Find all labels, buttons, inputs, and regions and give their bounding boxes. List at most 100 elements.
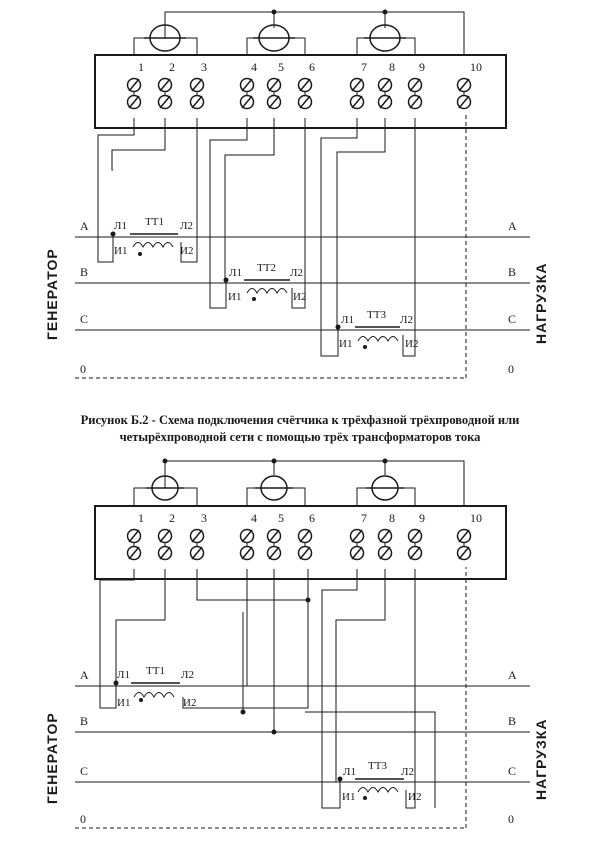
line-label-right-a: A (508, 219, 517, 233)
svg-text:Л2: Л2 (400, 314, 413, 326)
terminal-number: 8 (389, 511, 395, 525)
terminal-2: 2 (157, 60, 175, 110)
diagram-bottom: 1 2 3 4 5 6 7 8 9 10 A B C 0 A B C 0 (44, 458, 549, 829)
terminal-1: 1 (126, 60, 144, 110)
svg-text:TT2: TT2 (257, 262, 276, 274)
fuse-icon (366, 475, 404, 501)
svg-text:Л2: Л2 (290, 267, 303, 279)
terminal-number: 2 (169, 511, 175, 525)
terminal-1: 1 (126, 511, 144, 561)
terminal-10: 10 (456, 60, 482, 110)
line-label-right-c: C (508, 312, 516, 326)
fuse-icon (146, 475, 184, 501)
terminal-number: 9 (419, 511, 425, 525)
line-label-right-0: 0 (508, 362, 514, 376)
line-label-left-c: C (80, 312, 88, 326)
terminal-5: 5 (266, 511, 284, 561)
svg-text:TT1: TT1 (146, 665, 165, 677)
terminal-3: 3 (189, 60, 207, 110)
terminal-number: 6 (309, 511, 315, 525)
svg-text:TT3: TT3 (368, 760, 387, 772)
current-transformer-tt1: TT1 Л1 Л2 И1 И2 (110, 216, 193, 257)
line-label-right-0: 0 (508, 812, 514, 826)
terminal-number: 10 (470, 60, 482, 74)
svg-text:Л1: Л1 (117, 669, 130, 681)
line-label-left-a: A (80, 219, 89, 233)
svg-text:И1: И1 (228, 291, 241, 303)
svg-text:И2: И2 (408, 791, 421, 803)
svg-text:И2: И2 (183, 697, 196, 709)
terminal-number: 7 (361, 60, 367, 74)
svg-text:И1: И1 (114, 245, 127, 257)
terminal-8: 8 (377, 60, 395, 110)
line-label-left-0: 0 (80, 362, 86, 376)
line-label-right-c: C (508, 764, 516, 778)
svg-text:Л1: Л1 (343, 766, 356, 778)
svg-text:И2: И2 (180, 245, 193, 257)
terminal-9: 9 (407, 511, 425, 561)
terminal-number: 5 (278, 60, 284, 74)
terminal-number: 5 (278, 511, 284, 525)
side-label-load: НАГРУЗКА (533, 719, 549, 800)
current-transformer-tt1: TT1 Л1 Л2 И1 И2 (113, 665, 196, 709)
svg-text:TT1: TT1 (145, 216, 164, 228)
fuse-icon (255, 475, 293, 501)
terminal-number: 6 (309, 60, 315, 74)
fuse-icon (253, 24, 295, 52)
terminal-number: 7 (361, 511, 367, 525)
current-transformer-tt2: TT2 Л1 Л2 И1 И2 (223, 262, 306, 303)
svg-text:И2: И2 (293, 291, 306, 303)
terminal-5: 5 (266, 60, 284, 110)
line-label-right-a: A (508, 668, 517, 682)
line-label-right-b: B (508, 714, 516, 728)
svg-text:TT3: TT3 (367, 309, 386, 321)
meter-terminal-block (94, 54, 507, 129)
terminal-number: 2 (169, 60, 175, 74)
svg-text:И1: И1 (117, 697, 130, 709)
svg-text:Л1: Л1 (341, 314, 354, 326)
line-label-left-0: 0 (80, 812, 86, 826)
terminal-2: 2 (157, 511, 175, 561)
fuse-icon (364, 24, 406, 52)
terminal-number: 4 (251, 60, 257, 74)
terminal-4: 4 (239, 511, 257, 561)
terminal-number: 9 (419, 60, 425, 74)
terminal-3: 3 (189, 511, 207, 561)
svg-text:Л1: Л1 (229, 267, 242, 279)
terminal-6: 6 (297, 60, 315, 110)
line-label-left-c: C (80, 764, 88, 778)
terminal-number: 8 (389, 60, 395, 74)
svg-text:Л2: Л2 (180, 220, 193, 232)
svg-text:И1: И1 (339, 338, 352, 350)
current-transformer-tt3: TT3 Л1 Л2 И1 И2 (335, 309, 418, 350)
terminal-number: 3 (201, 60, 207, 74)
svg-text:И2: И2 (405, 338, 418, 350)
terminal-7: 7 (349, 511, 367, 561)
terminal-number: 4 (251, 511, 257, 525)
figure-caption-line1: Рисунок Б.2 - Схема подключения счётчика… (81, 413, 520, 427)
line-label-left-a: A (80, 668, 89, 682)
terminal-10: 10 (456, 511, 482, 561)
fuse-icon (144, 24, 186, 52)
side-label-generator: ГЕНЕРАТОР (44, 248, 60, 340)
line-label-left-b: B (80, 714, 88, 728)
side-label-generator: ГЕНЕРАТОР (44, 712, 60, 804)
terminal-6: 6 (297, 511, 315, 561)
terminal-number: 1 (138, 511, 144, 525)
line-label-right-b: B (508, 265, 516, 279)
terminal-number: 1 (138, 60, 144, 74)
line-label-left-b: B (80, 265, 88, 279)
terminal-number: 10 (470, 511, 482, 525)
terminal-8: 8 (377, 511, 395, 561)
svg-text:Л2: Л2 (401, 766, 414, 778)
terminal-7: 7 (349, 60, 367, 110)
current-transformer-tt3: TT3 Л1 Л2 И1 И2 (337, 760, 421, 803)
figure-caption-line2: четырёхпроводной сети с помощью трёх тра… (120, 430, 482, 444)
terminal-number: 3 (201, 511, 207, 525)
side-label-load: НАГРУЗКА (533, 263, 549, 344)
svg-text:Л2: Л2 (181, 669, 194, 681)
terminal-4: 4 (239, 60, 257, 110)
terminal-9: 9 (407, 60, 425, 110)
